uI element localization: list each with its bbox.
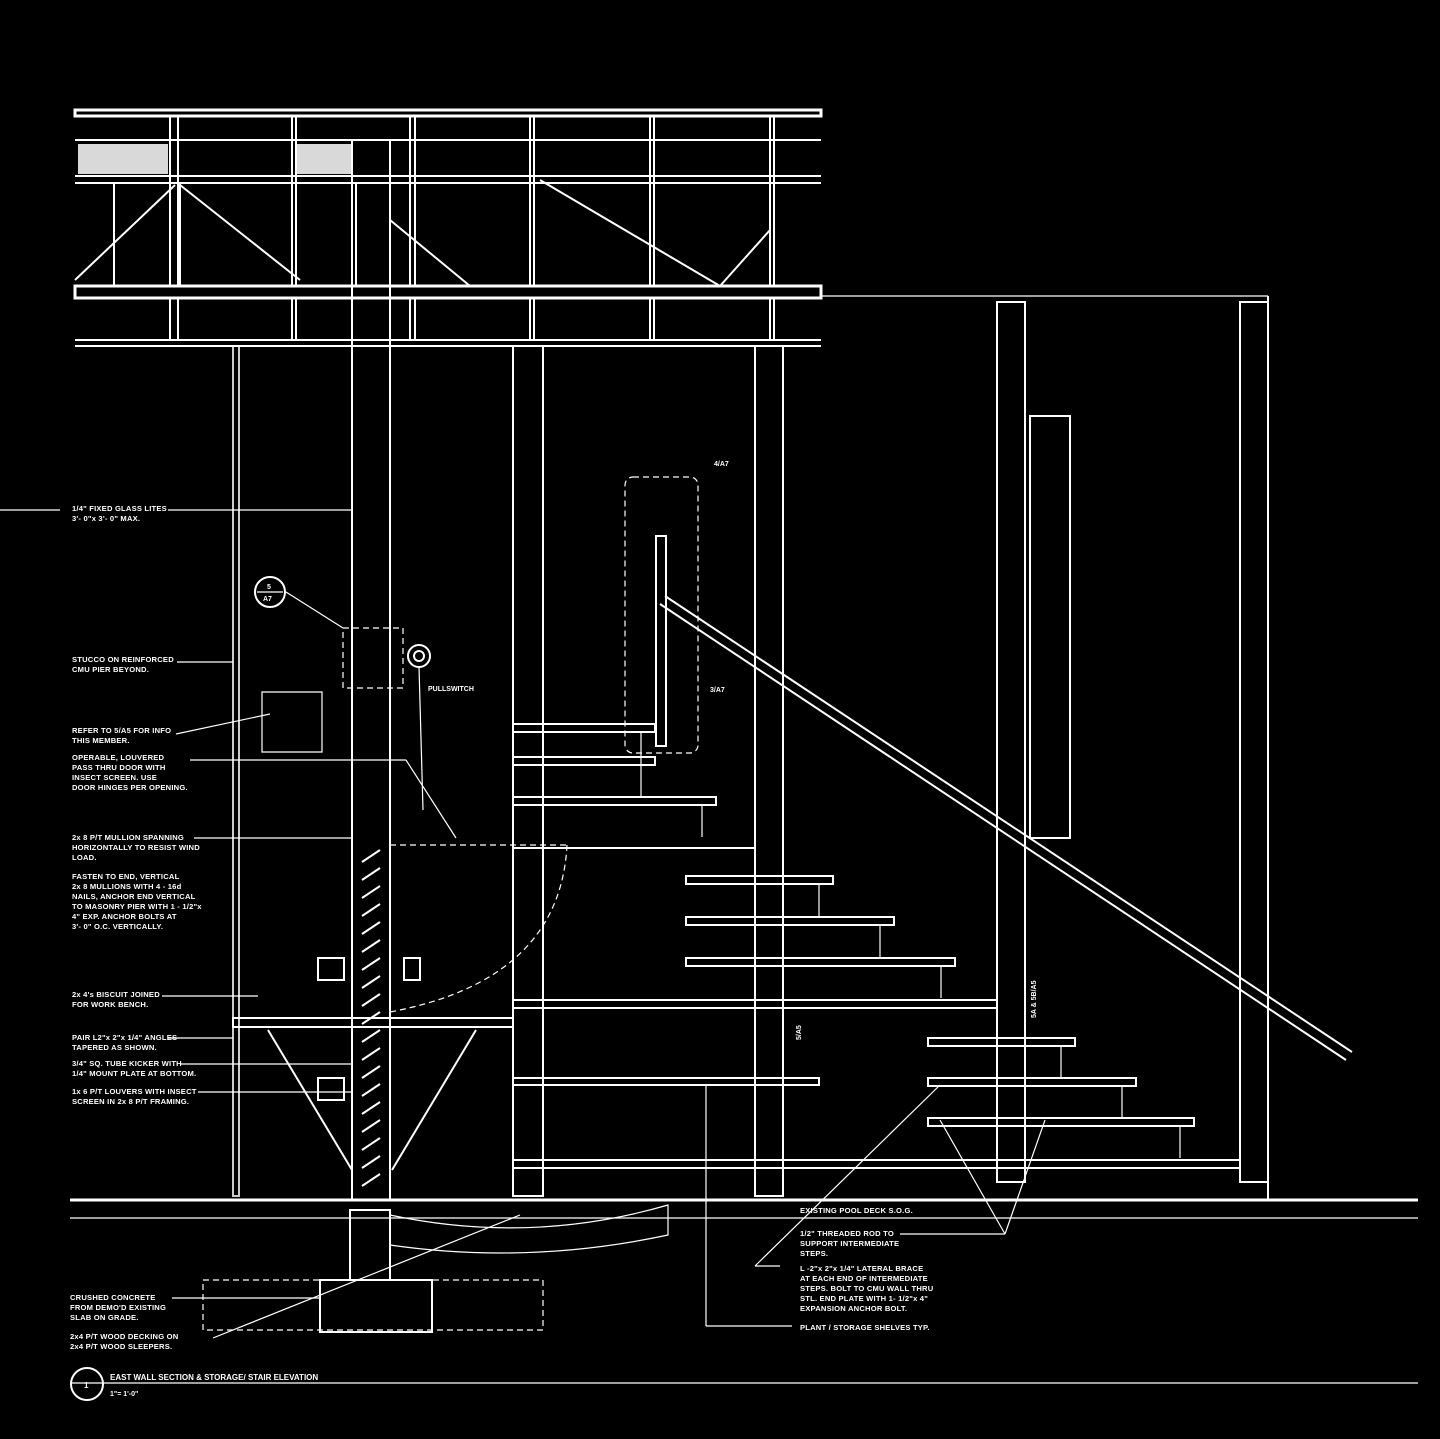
drawing-number-bubble [70, 1367, 104, 1401]
louver-blade [361, 1137, 381, 1151]
louver-blade [361, 993, 381, 1007]
louver-blade [361, 867, 381, 881]
louver-blade [361, 903, 381, 917]
louver-blade [361, 1047, 381, 1061]
louver-blade [361, 885, 381, 899]
stair-tread [685, 875, 834, 885]
tag-pullswitch: PULLSWITCH [428, 686, 474, 693]
stair-tread [927, 1117, 1195, 1127]
leader-lines [0, 509, 1418, 1384]
stair-tread [512, 723, 656, 733]
louver-blade [361, 939, 381, 953]
louver-blade [361, 849, 381, 863]
callout-note: EXISTING POOL DECK S.O.G. [800, 1206, 913, 1215]
tag-3-a7: 3/A7 [710, 687, 725, 694]
storage-shelves [512, 847, 1240, 1169]
drawing-number: 1 [84, 1381, 89, 1390]
tag-4-a7: 4/A7 [714, 461, 729, 468]
louvers [361, 849, 381, 1187]
tag-5-a5: 5/A5 [796, 1025, 803, 1040]
stair-tread [512, 756, 656, 766]
handrail [655, 535, 1353, 1061]
ground-and-footing [70, 1198, 1418, 1333]
callout-note: PLANT / STORAGE SHELVES TYP. [800, 1323, 930, 1332]
notes-bottom-right: EXISTING POOL DECK S.O.G. 1/2" THREADED R… [800, 1206, 934, 1332]
louver-blade [361, 1155, 381, 1169]
louver-blade [361, 975, 381, 989]
drawing-title-block: 1 EAST WALL SECTION & STORAGE/ STAIR ELE… [70, 1367, 318, 1401]
detail-bubble [254, 576, 286, 608]
louver-blade [361, 1083, 381, 1097]
workbench-and-door [232, 476, 699, 1171]
bubble-top: 5 [267, 584, 271, 591]
roof-truss [73, 108, 823, 1201]
stair-tread [927, 1037, 1076, 1047]
stair-tread [685, 916, 895, 926]
drawing-scale: 1"= 1'-0" [110, 1391, 138, 1398]
bubble-bottom: A7 [263, 596, 272, 603]
louver-blade [361, 1173, 381, 1187]
louver-blade [361, 1011, 381, 1025]
louver-blade [361, 1029, 381, 1043]
stair-tread [685, 957, 956, 967]
right-frame [512, 295, 1269, 1200]
louver-blade [361, 1065, 381, 1079]
louver-blade [361, 957, 381, 971]
louver-blade [361, 1119, 381, 1133]
stair-tread [927, 1077, 1137, 1087]
louver-blade [361, 1101, 381, 1115]
detail-tags: PULLSWITCH 4/A7 3/A7 5/A5 5A & 5B/A5 5 A… [254, 461, 1038, 1040]
stair-tread [512, 796, 717, 806]
tag-5a-5b: 5A & 5B/A5 [1031, 980, 1038, 1018]
louver-blade [361, 921, 381, 935]
drawing-title: EAST WALL SECTION & STORAGE/ STAIR ELEVA… [110, 1373, 318, 1382]
stair-treads [512, 723, 1195, 1158]
